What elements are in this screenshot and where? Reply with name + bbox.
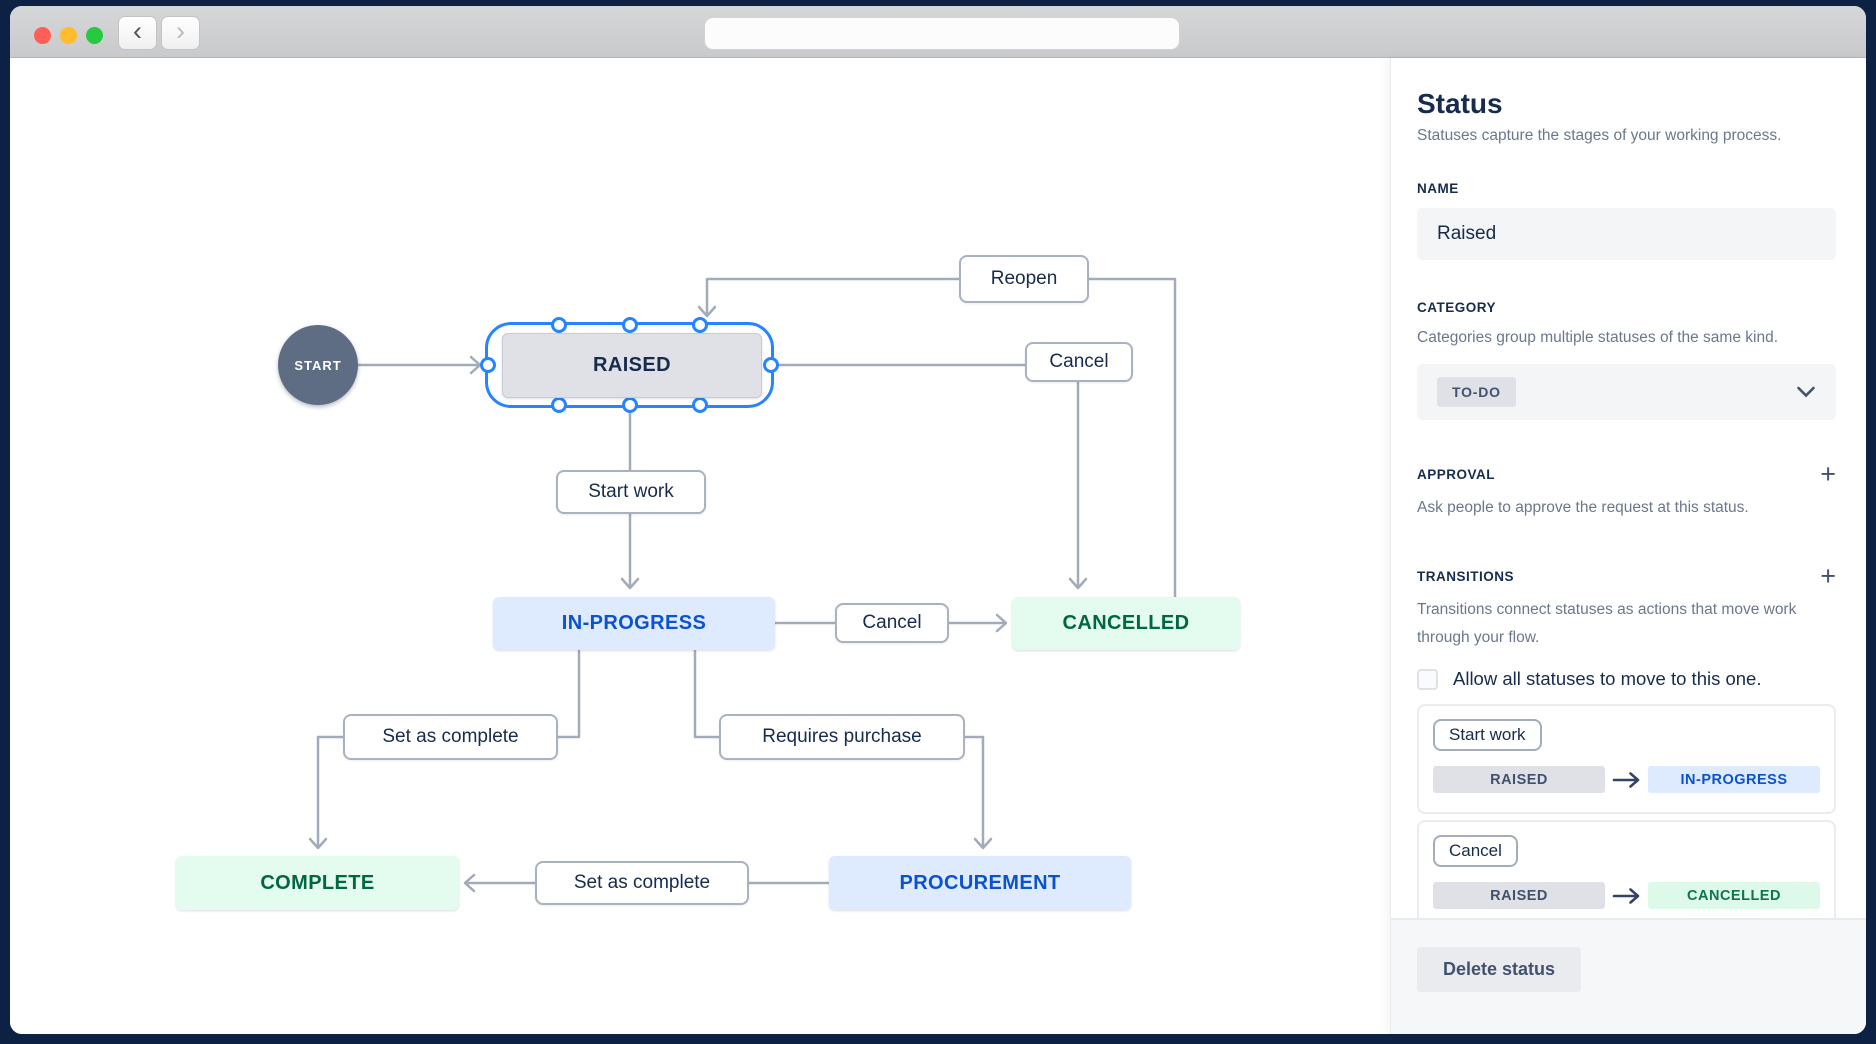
add-transition-button[interactable]: +: [1820, 561, 1836, 591]
approval-label: APPROVAL: [1417, 466, 1496, 482]
transitions-section-header: TRANSITIONS +: [1417, 561, 1836, 591]
forward-button[interactable]: ›: [161, 16, 200, 50]
resize-handle[interactable]: [550, 397, 567, 413]
status-node-complete[interactable]: COMPLETE: [176, 856, 459, 910]
resize-handle[interactable]: [621, 397, 638, 413]
category-field-label: CATEGORY: [1417, 300, 1497, 315]
transition-label-cancel-top[interactable]: Cancel: [1025, 342, 1133, 382]
status-node-in-progress[interactable]: IN-PROGRESS: [493, 597, 775, 650]
approval-description: Ask people to approve the request at thi…: [1417, 499, 1749, 516]
status-name-input[interactable]: [1417, 208, 1836, 260]
transition-label-start-work[interactable]: Start work: [556, 470, 706, 514]
selection-frame: [480, 317, 779, 413]
resize-handle[interactable]: [480, 357, 496, 373]
transition-name-chip[interactable]: Start work: [1433, 719, 1542, 751]
to-status-pill: IN-PROGRESS: [1648, 766, 1820, 793]
resize-handle[interactable]: [692, 317, 709, 333]
allow-all-checkbox[interactable]: [1417, 668, 1438, 690]
zoom-window-button[interactable]: [86, 27, 103, 44]
panel-footer: Delete status: [1391, 918, 1866, 1034]
add-approval-button[interactable]: +: [1820, 459, 1836, 489]
transition-label-set-as-complete-upper[interactable]: Set as complete: [343, 714, 558, 760]
app-window: ‹ › IT service desk <> Software request …: [10, 6, 1866, 1034]
from-status-pill: RAISED: [1433, 766, 1605, 793]
transition-label-cancel-mid[interactable]: Cancel: [835, 603, 949, 643]
back-button[interactable]: ‹: [118, 16, 157, 50]
category-selected-badge: TO-DO: [1437, 377, 1516, 407]
titlebar: ‹ ›: [10, 6, 1866, 58]
panel-subtitle: Statuses capture the stages of your work…: [1417, 127, 1782, 144]
workflow-canvas[interactable]: Reopen Cancel Start work Cancel Set as c…: [10, 58, 1390, 1034]
name-field-label: NAME: [1417, 181, 1459, 196]
category-select[interactable]: TO-DO: [1417, 364, 1836, 420]
arrow-right-icon: [1605, 771, 1648, 789]
from-status-pill: RAISED: [1433, 882, 1605, 909]
allow-all-row: Allow all statuses to move to this one.: [1417, 668, 1836, 690]
transition-card-start-work[interactable]: Start work RAISED IN-PROGRESS: [1417, 704, 1836, 814]
resize-handle[interactable]: [763, 357, 779, 373]
panel-title: Status: [1417, 88, 1503, 119]
resize-handle[interactable]: [621, 317, 638, 333]
delete-status-button[interactable]: Delete status: [1417, 947, 1581, 992]
address-bar[interactable]: [704, 17, 1180, 50]
status-detail-panel: Status Statuses capture the stages of yo…: [1390, 58, 1866, 1034]
transitions-description: Transitions connect statuses as actions …: [1417, 601, 1797, 646]
transition-label-reopen[interactable]: Reopen: [959, 255, 1089, 303]
resize-handle[interactable]: [692, 397, 709, 413]
transitions-label: TRANSITIONS: [1417, 568, 1515, 584]
start-node[interactable]: START: [278, 325, 358, 405]
category-description: Categories group multiple statuses of th…: [1417, 329, 1778, 346]
arrow-right-icon: [1605, 887, 1648, 905]
chevron-down-icon: [1796, 386, 1816, 398]
close-window-button[interactable]: [34, 27, 51, 44]
status-node-raised[interactable]: RAISED: [502, 333, 762, 398]
transition-label-set-as-complete-lower[interactable]: Set as complete: [535, 861, 749, 905]
minimize-window-button[interactable]: [60, 27, 77, 44]
status-node-procurement[interactable]: PROCUREMENT: [829, 856, 1131, 910]
allow-all-label: Allow all statuses to move to this one.: [1453, 668, 1762, 689]
approval-section-header: APPROVAL +: [1417, 459, 1836, 489]
status-node-cancelled[interactable]: CANCELLED: [1012, 597, 1240, 650]
to-status-pill: CANCELLED: [1648, 882, 1820, 909]
transition-label-requires-purchase[interactable]: Requires purchase: [719, 714, 965, 760]
transition-name-chip[interactable]: Cancel: [1433, 835, 1518, 867]
resize-handle[interactable]: [550, 317, 567, 333]
transition-card-cancel[interactable]: Cancel RAISED CANCELLED: [1417, 820, 1836, 918]
